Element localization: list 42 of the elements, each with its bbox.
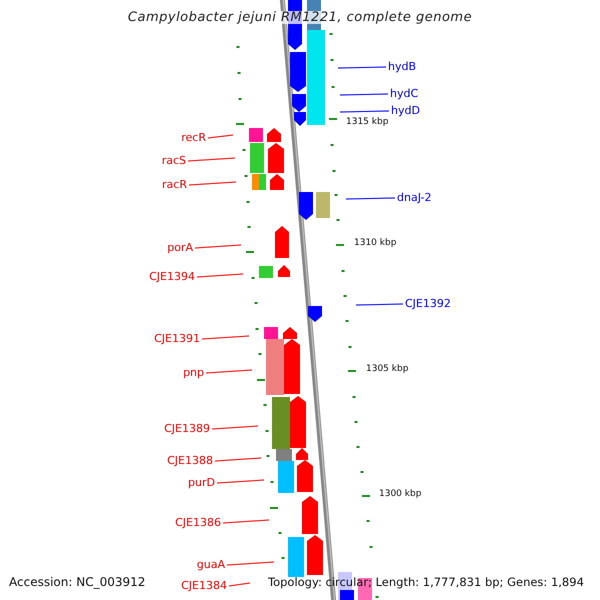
leader-line — [194, 244, 242, 248]
gene-label: CJE1388 — [167, 454, 213, 467]
leader-line — [188, 182, 236, 186]
leader-line — [340, 110, 390, 112]
leader-line — [208, 134, 234, 138]
gene-label: purD — [188, 476, 215, 489]
tick-label: 1300 kbp — [379, 488, 422, 501]
leader-line — [212, 426, 258, 430]
leader-line — [346, 198, 396, 200]
gene-label: hydD — [391, 104, 420, 117]
gene-label: CJE1394 — [149, 270, 195, 283]
gene-label: guaA — [196, 558, 225, 571]
tick-label: 1305 kbp — [366, 363, 408, 376]
gene-label: dnaJ-2 — [397, 191, 432, 204]
leader-line — [340, 94, 388, 96]
gene-label: hydB — [388, 60, 416, 73]
genome-summary-text: Topology: circular; Length: 1,777,831 bp; Genes: 1,894 — [268, 576, 584, 589]
gene-label: CJE1389 — [164, 422, 210, 435]
leader-line — [188, 158, 236, 162]
gene-label: racR — [162, 178, 187, 191]
leader-line — [214, 458, 262, 462]
gene-label: CJE1384 — [181, 579, 227, 592]
leader-line — [338, 66, 386, 68]
leader-line — [222, 520, 270, 524]
leader-line — [228, 582, 250, 586]
gene-label: CJE1386 — [175, 516, 221, 529]
leader-line — [226, 562, 274, 566]
leader-line — [206, 370, 252, 374]
gene-label: hydC — [390, 87, 418, 100]
gene-label: racS — [162, 154, 186, 167]
leader-line — [202, 336, 250, 340]
leader-line — [356, 304, 404, 306]
gene-label: pnp — [183, 366, 204, 379]
leader-line — [216, 480, 264, 484]
tick-label: 1315 kbp — [346, 116, 388, 129]
accession-text: Accession: NC_003912 — [9, 576, 146, 589]
gene-label: recR — [181, 131, 206, 144]
gene-label: CJE1391 — [154, 332, 200, 345]
gene-label: porA — [167, 241, 193, 254]
tick-label: 1310 kbp — [354, 237, 396, 250]
gene-label: CJE1392 — [405, 297, 451, 310]
leader-line — [196, 274, 244, 278]
